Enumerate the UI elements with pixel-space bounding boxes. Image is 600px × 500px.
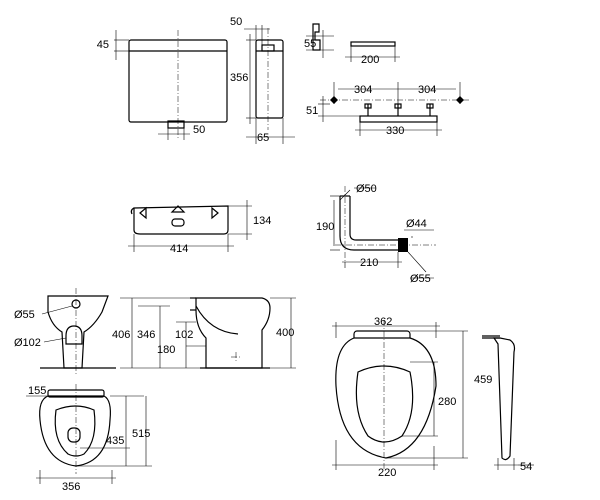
dim-plan-length: 515 [132,428,150,440]
arrow-left-icon [139,206,147,220]
dim-pipe-diameter-44: Ø44 [406,218,427,230]
dim-side-total-height: 406 [112,329,130,341]
dim-pipe-height: 190 [316,221,334,233]
lid-button [171,218,185,227]
arrow-right-icon [211,206,219,220]
dim-plan-width: 356 [62,481,80,493]
arrow-up-icon [170,205,186,213]
dim-side-outlet-offset: 180 [157,344,175,356]
plan-inner-bowl [54,405,96,457]
dim-frame-left: 304 [354,84,372,96]
dim-cistern-height: 356 [230,72,248,84]
dim-plan-rear: 155 [28,385,46,397]
plan-outlet [67,427,81,443]
wall-bracket-55 [306,23,334,58]
dim-side-outlet-height: 102 [175,329,193,341]
toilet-side-view [120,297,296,369]
flush-pipe [330,186,436,279]
dim-frame-width: 330 [386,125,404,137]
dim-side-rim-height: 346 [137,329,155,341]
dim-seat-inner: 280 [438,396,456,408]
cistern-front-view [114,30,228,140]
dim-plan-outlet: 435 [106,435,124,447]
dim-bracket-55: 55 [304,38,316,50]
cistern-lid [128,200,252,252]
cistern-side-view [244,25,295,144]
seat-side-outline [492,337,516,461]
dim-lid-width: 414 [170,243,188,255]
dim-side-bowl-height: 400 [276,327,294,339]
pipe-outer [339,196,398,251]
wall-bracket-200 [345,41,400,62]
dim-front-outlet-diameter: Ø102 [14,337,41,349]
dim-seat-length: 459 [474,374,492,386]
dim-lid-height: 134 [253,215,271,227]
toilet-front-view [40,288,116,374]
toilet-plan-view [26,384,152,484]
dim-seat-side-depth: 54 [520,461,532,473]
dim-bracket-width: 200 [361,54,379,66]
dim-pipe-length: 210 [360,257,378,269]
bracket-rail [350,41,396,47]
dim-front-inlet-diameter: Ø55 [14,309,35,321]
pipe-inner [349,196,398,241]
dim-pipe-diameter-top: Ø50 [356,183,377,195]
side-outline [195,297,271,369]
toilet-seat [332,320,468,470]
seat-outline [335,337,437,459]
dim-seat-bottom-width: 220 [378,467,396,479]
toilet-seat-side [482,335,534,470]
dim-seat-width: 362 [374,316,392,328]
front-outlet [65,325,83,345]
dim-cistern-side-top: 50 [230,16,242,28]
dim-pipe-diameter-55: Ø55 [410,273,431,285]
dim-cistern-outlet-offset: 50 [193,124,205,136]
lid-outline [133,205,229,235]
frame-rail [359,115,438,123]
fixing-frame [318,82,470,136]
cistern-side-body [255,39,284,119]
cistern-outlet [167,120,185,129]
dim-frame-offset: 51 [306,105,318,117]
dim-cistern-top-offset: 45 [97,39,109,51]
dim-frame-right: 304 [418,84,436,96]
dim-cistern-side-depth: 65 [257,132,269,144]
